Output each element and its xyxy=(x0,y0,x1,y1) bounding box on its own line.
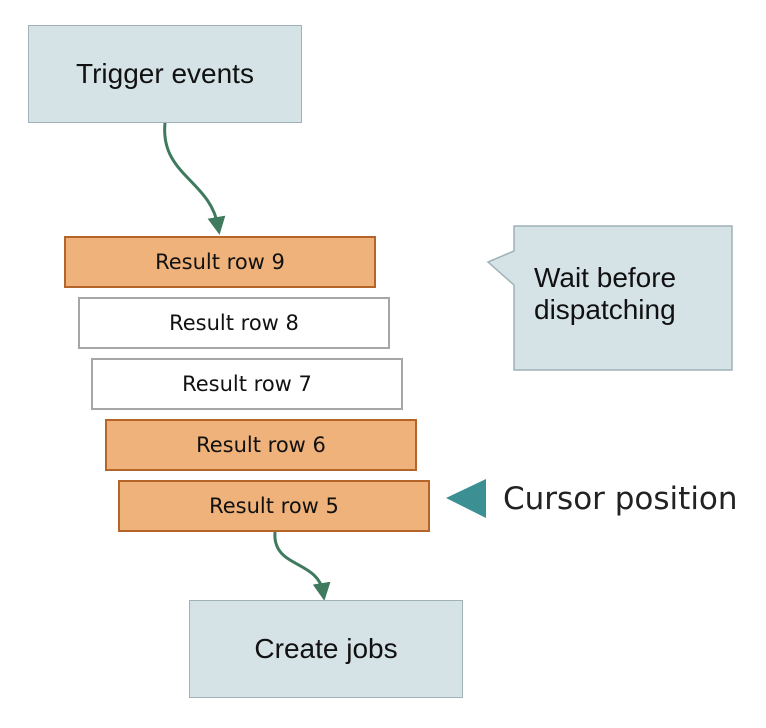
cursor-position-label: Cursor position xyxy=(503,481,738,517)
callout-line-2: dispatching xyxy=(534,294,676,325)
result-row-8-label: Result row 8 xyxy=(169,311,299,335)
result-row-9-label: Result row 9 xyxy=(155,250,285,274)
callout-bubble xyxy=(486,225,733,371)
result-row-9: Result row 9 xyxy=(64,236,376,288)
edge-trigger-to-row9 xyxy=(163,122,226,235)
trigger-events-label: Trigger events xyxy=(76,58,254,89)
callout-text: Wait before dispatching xyxy=(534,262,724,326)
result-row-7: Result row 7 xyxy=(91,358,403,410)
edge-row5-to-create xyxy=(273,531,331,601)
result-row-6: Result row 6 xyxy=(105,419,417,471)
cursor-marker-icon xyxy=(446,479,486,518)
result-row-6-label: Result row 6 xyxy=(196,433,326,457)
create-jobs-label: Create jobs xyxy=(254,633,398,664)
result-row-7-label: Result row 7 xyxy=(182,372,312,396)
result-row-5: Result row 5 xyxy=(118,480,430,532)
result-row-5-label: Result row 5 xyxy=(209,494,339,518)
result-row-8: Result row 8 xyxy=(78,297,390,349)
create-jobs-node: Create jobs xyxy=(189,600,463,698)
trigger-events-node: Trigger events xyxy=(28,25,302,123)
callout-line-1: Wait before xyxy=(534,262,677,293)
